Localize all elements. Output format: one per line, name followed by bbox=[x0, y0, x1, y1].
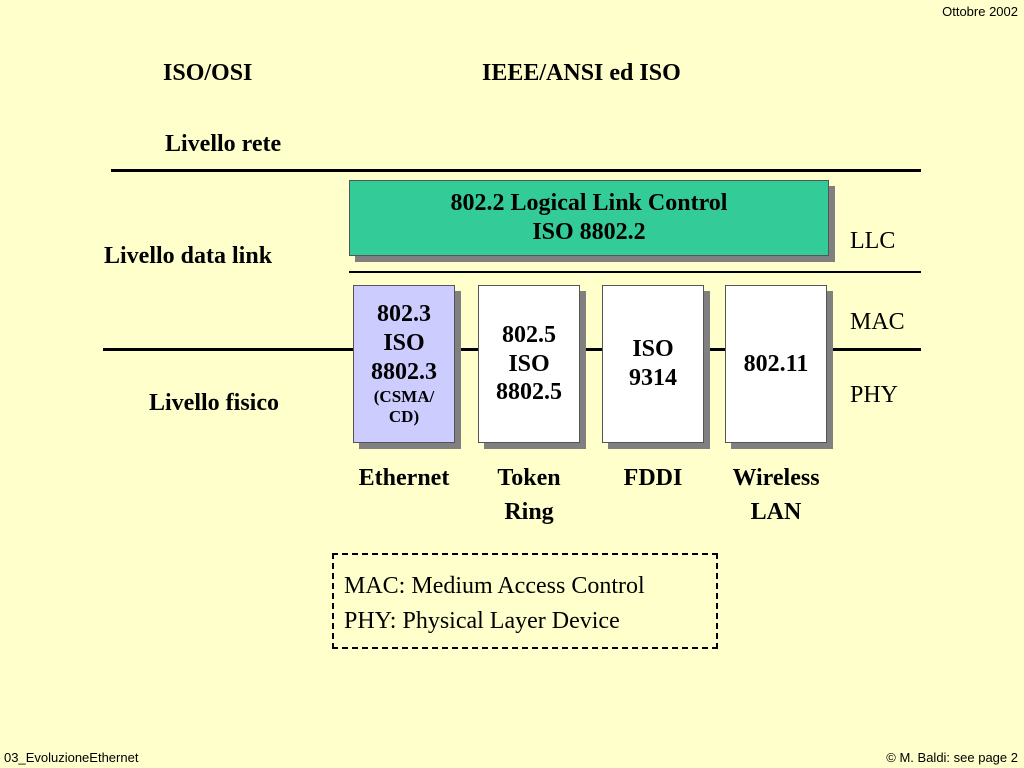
legend-line-mac: MAC: Medium Access Control bbox=[344, 573, 645, 599]
standard-box-note: CD) bbox=[388, 407, 420, 427]
footer-copyright: © M. Baldi: see page 2 bbox=[886, 750, 1018, 765]
llc-label: LLC bbox=[850, 228, 896, 254]
standard-box-line: 802.3 bbox=[377, 301, 431, 328]
top-separator-line bbox=[111, 169, 921, 172]
standard-caption-line: Ethernet bbox=[358, 465, 450, 491]
llc-mac-separator-line bbox=[349, 271, 921, 273]
standard-box-line: 8802.5 bbox=[496, 379, 562, 406]
standard-caption-line: Token bbox=[497, 465, 561, 491]
physical-layer-label: Livello fisico bbox=[149, 390, 279, 416]
ieee-title: IEEE/ANSI ed ISO bbox=[482, 60, 681, 86]
standard-box-note: (CSMA/ bbox=[373, 386, 435, 406]
standard-caption: FDDI bbox=[582, 461, 724, 495]
llc-box-line2: ISO 8802.2 bbox=[532, 219, 646, 245]
mac-label: MAC bbox=[850, 309, 905, 335]
iso-osi-title: ISO/OSI bbox=[163, 60, 253, 86]
standard-caption-line: LAN bbox=[750, 499, 802, 525]
legend-line-phy: PHY: Physical Layer Device bbox=[344, 608, 620, 634]
standard-caption-line: Ring bbox=[504, 499, 554, 525]
standard-caption: Ethernet bbox=[333, 461, 475, 495]
standard-box-line: 802.5 bbox=[502, 321, 556, 348]
standard-caption-line: FDDI bbox=[623, 465, 683, 491]
standard-box-line: ISO bbox=[632, 336, 674, 363]
footer-filename: 03_EvoluzioneEthernet bbox=[4, 750, 139, 765]
standard-box-line: 9314 bbox=[629, 365, 677, 391]
standard-caption-line: Wireless bbox=[732, 465, 820, 491]
network-layer-label: Livello rete bbox=[165, 131, 282, 157]
legend-box: MAC: Medium Access Control PHY: Physical… bbox=[332, 553, 718, 649]
standard-box-line: 8802.3 bbox=[371, 359, 437, 385]
standard-box-line: ISO bbox=[508, 350, 550, 377]
phy-label: PHY bbox=[850, 382, 899, 408]
data-link-layer-label: Livello data link bbox=[104, 243, 273, 269]
llc-box: 802.2 Logical Link Control ISO 8802.2 bbox=[349, 180, 829, 256]
llc-box-line1: 802.2 Logical Link Control bbox=[450, 190, 728, 217]
standard-box: 802.11 bbox=[725, 285, 827, 443]
standard-box-line: 802.11 bbox=[743, 350, 809, 377]
standard-box-line: ISO bbox=[383, 330, 425, 357]
date-label: Ottobre 2002 bbox=[942, 4, 1018, 19]
